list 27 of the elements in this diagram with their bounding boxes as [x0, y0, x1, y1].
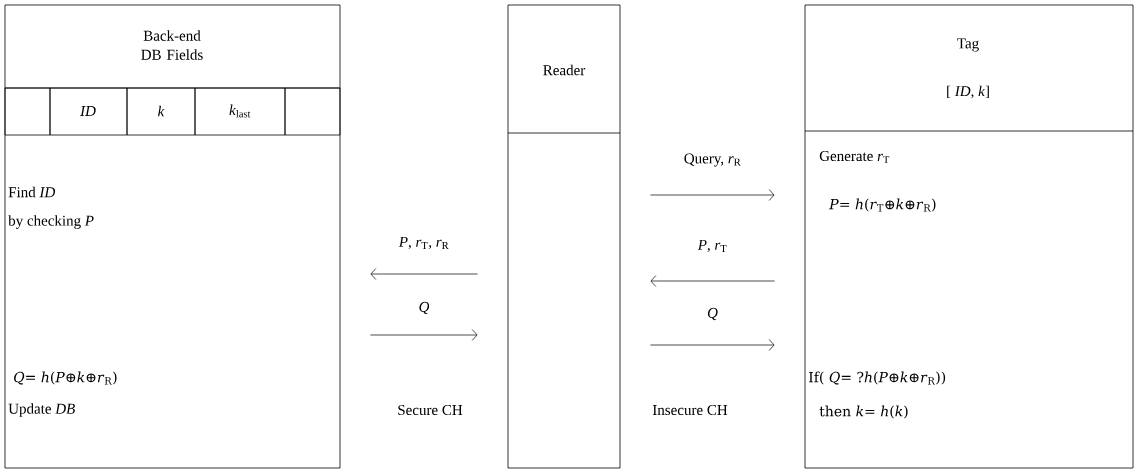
step-text: Find ID: [8, 186, 56, 198]
channel-label: Insecure CH: [652, 404, 728, 416]
table-cell: k$_{last}$: [194, 87, 286, 136]
heading: Back-end DB Fields: [141, 30, 203, 60]
edge-label: Query, r$_{R}$: [682, 152, 743, 168]
arrow: [650, 275, 775, 287]
arrow: [650, 189, 775, 201]
formula: P= h(r$_{T}$⊕k⊕r$_{R}$): [829, 198, 936, 212]
heading: Reader: [543, 64, 586, 76]
edge-label: P, r$_{T}$, r$_{R}$: [397, 235, 451, 251]
table-cell: ID: [49, 87, 128, 136]
edge-label: Q: [706, 306, 719, 322]
channel-label: Secure CH: [398, 404, 463, 416]
formula: Q= h(P⊕k⊕r$_{R}$): [14, 371, 117, 385]
edge-label: Q: [417, 300, 431, 316]
formula: If( Q= ?h(P⊕k⊕r$_{R}$)): [809, 371, 946, 385]
heading: [ ID, k]: [947, 85, 989, 99]
arrow: [370, 329, 478, 341]
heading: Tag: [957, 38, 979, 52]
formula: then k= h(k): [819, 405, 908, 419]
table-cell: k: [126, 87, 196, 136]
step-text: Update DB: [8, 403, 75, 417]
step-text: by checking P: [8, 215, 94, 229]
step-text: Generate r$_{T}$: [819, 150, 890, 164]
arrow: [650, 339, 775, 351]
edge-label: P, r$_{T}$: [696, 238, 729, 254]
arrow: [370, 268, 478, 280]
